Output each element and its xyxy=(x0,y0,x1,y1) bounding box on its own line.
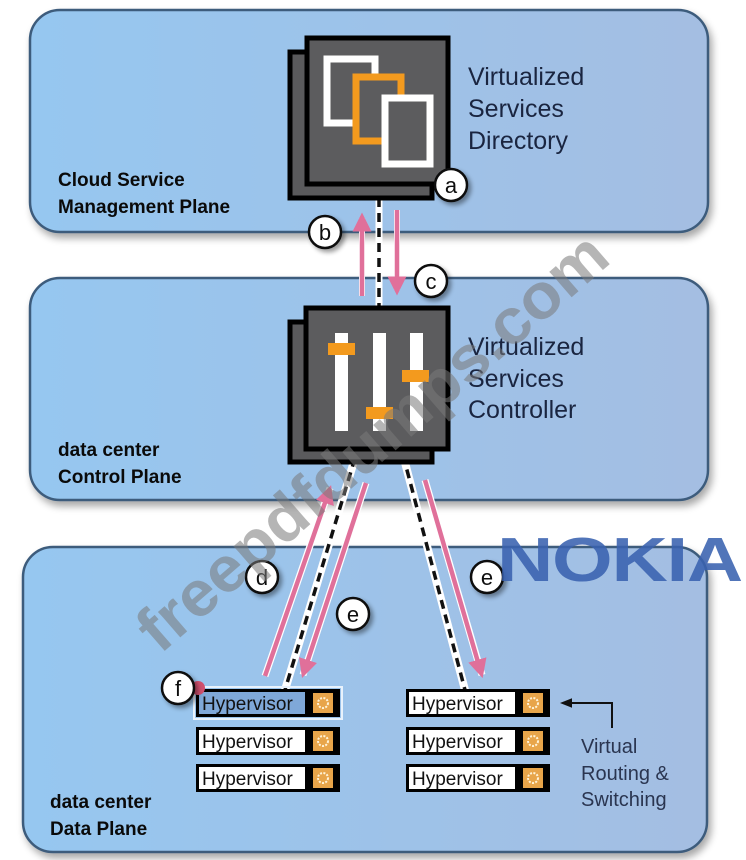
marker-f: f xyxy=(160,670,205,706)
vsc-label-line-3: Controller xyxy=(468,396,576,424)
marker-e-right: e xyxy=(469,559,505,595)
connection-vsc-right-hypervisors xyxy=(399,453,487,692)
nokia-logo: NOKIA xyxy=(497,526,742,595)
vsd-label-line-2: Services xyxy=(468,95,564,123)
hypervisor-label: Hypervisor xyxy=(412,694,503,715)
arrow-left-icon xyxy=(560,698,613,728)
gear-icon xyxy=(523,768,543,788)
plane-label-line-2: Management Plane xyxy=(58,197,230,218)
marker-e-left: e xyxy=(335,596,371,632)
hypervisor-label: Hypervisor xyxy=(202,732,293,753)
hypervisor-label: Hypervisor xyxy=(412,732,503,753)
hypervisor-group-left: Hypervisor Hypervisor Hypervisor xyxy=(193,686,343,792)
vsc-label-line-2: Services xyxy=(468,365,564,393)
vsc-label-line-1: Virtualized xyxy=(468,333,584,361)
plane-label-line-1: Cloud Service xyxy=(58,170,185,191)
slider-controls-icon xyxy=(287,305,451,465)
plane-label-line-2: Control Plane xyxy=(58,467,182,488)
marker-c-label: c xyxy=(426,269,437,294)
hypervisor-item-highlighted[interactable]: Hypervisor xyxy=(193,686,343,720)
arrow-e-down-right xyxy=(422,479,487,679)
connection-vsd-vsc xyxy=(352,198,407,310)
hypervisor-item[interactable]: Hypervisor xyxy=(196,727,340,755)
gear-icon xyxy=(313,693,333,713)
vrs-label-line-1: Virtual xyxy=(581,736,637,758)
plane-label-line-1: data center xyxy=(58,440,160,461)
vrs-label-line-3: Switching xyxy=(581,789,667,811)
connection-vsc-left-hypervisors xyxy=(261,456,370,692)
stacked-windows-icon xyxy=(287,35,451,201)
gear-icon xyxy=(523,693,543,713)
hypervisor-item[interactable]: Hypervisor xyxy=(406,764,550,792)
marker-d-label: d xyxy=(256,565,268,590)
plane-label-line-1: data center xyxy=(50,792,152,813)
hypervisor-label: Hypervisor xyxy=(202,769,293,790)
gear-icon xyxy=(523,731,543,751)
marker-c: c xyxy=(413,263,449,299)
vsd-node[interactable]: Virtualized Services Directory xyxy=(287,35,584,201)
hypervisor-item[interactable]: Hypervisor xyxy=(196,764,340,792)
plane-label-line-2: Data Plane xyxy=(50,819,147,840)
vsd-label-line-3: Directory xyxy=(468,127,569,155)
hypervisor-label: Hypervisor xyxy=(412,769,503,790)
dashed-connection xyxy=(401,454,467,691)
marker-a: a xyxy=(433,167,469,203)
marker-e-label: e xyxy=(481,565,493,590)
hypervisor-label: Hypervisor xyxy=(202,694,293,715)
vrs-label-line-2: Routing & xyxy=(581,763,669,785)
vsd-label-line-1: Virtualized xyxy=(468,63,584,91)
arrow-e-down-left xyxy=(298,482,369,678)
gear-icon xyxy=(313,768,333,788)
marker-d: d xyxy=(244,559,280,595)
dashed-connection xyxy=(283,457,357,691)
hypervisor-group-right: Hypervisor Hypervisor Hypervisor xyxy=(406,689,550,792)
arrow-d-up xyxy=(262,485,334,677)
marker-b-label: b xyxy=(319,220,331,245)
hypervisor-item[interactable]: Hypervisor xyxy=(406,689,550,717)
vrs-callout: Virtual Routing & Switching xyxy=(560,698,669,811)
marker-e-label: e xyxy=(347,602,359,627)
marker-b: b xyxy=(307,214,343,250)
vsc-node[interactable]: Virtualized Services Controller xyxy=(287,305,584,465)
hypervisor-item[interactable]: Hypervisor xyxy=(406,727,550,755)
marker-a-label: a xyxy=(445,173,458,198)
marker-f-label: f xyxy=(175,676,182,701)
gear-icon xyxy=(313,731,333,751)
